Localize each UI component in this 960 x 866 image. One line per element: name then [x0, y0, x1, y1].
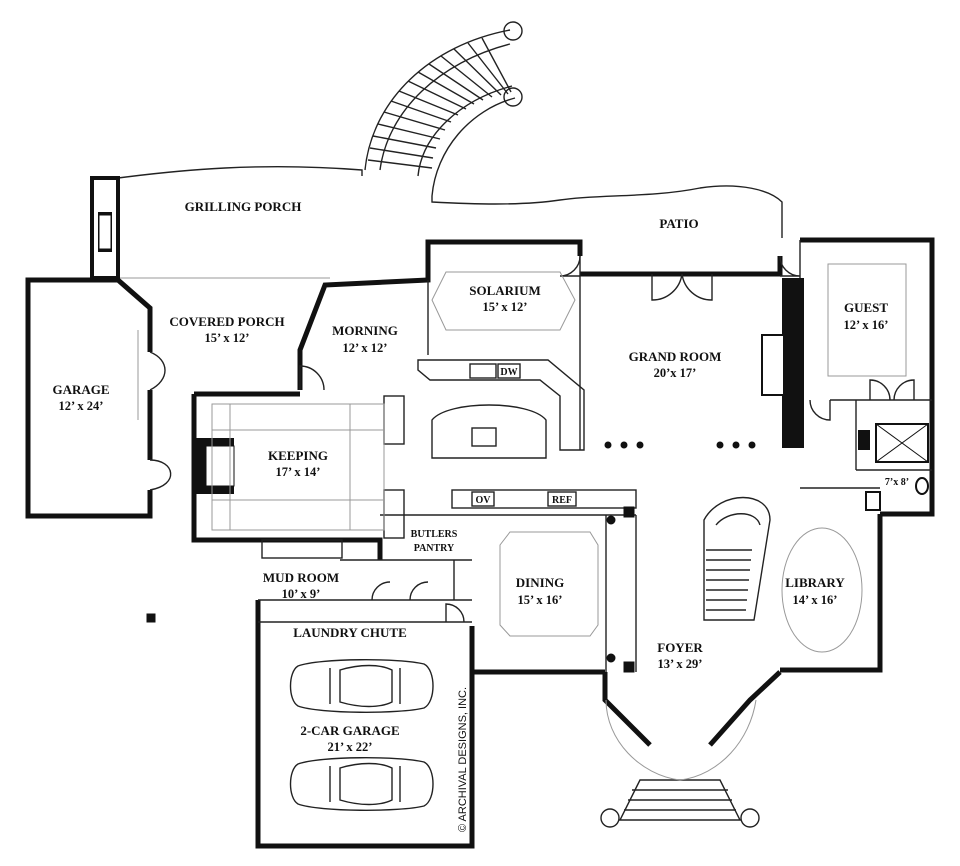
bath-dims: 7’x 8’ [885, 477, 909, 488]
car-icon-lower [289, 757, 434, 811]
two-car-garage-dims: 21’ x 22’ [328, 740, 373, 754]
covered-porch-dims: 15’ x 12’ [205, 331, 250, 345]
entry-portico [600, 670, 782, 828]
butlers-pantry-label-1: BUTLERS [411, 529, 458, 540]
doors [149, 255, 915, 623]
keeping-fireplace [194, 438, 235, 494]
grand-room-dims: 20’x 17’ [654, 366, 697, 380]
guest-bath-fixtures [858, 423, 929, 511]
morning-dims: 12’ x 12’ [343, 341, 388, 355]
ceiling-details [211, 263, 907, 653]
mud-room-label: MUD ROOM [263, 570, 339, 585]
morning-label: MORNING [332, 323, 398, 338]
patio-label: PATIO [659, 216, 698, 231]
solarium-dims: 15’ x 12’ [483, 300, 528, 314]
oven-label: OV [476, 495, 492, 506]
solarium-label: SOLARIUM [469, 283, 541, 298]
foyer-label: FOYER [657, 640, 703, 655]
grand-room-fireplace [761, 278, 804, 448]
grilling-porch-label: GRILLING PORCH [185, 199, 302, 214]
garage-dims: 12’ x 24’ [59, 399, 104, 413]
grand-room-label: GRAND ROOM [629, 349, 722, 364]
columns [146, 441, 756, 673]
car-icon-upper [289, 659, 434, 713]
covered-porch-label: COVERED PORCH [169, 314, 284, 329]
guest-dims: 12’ x 16’ [844, 318, 889, 332]
dishwasher-label: DW [500, 367, 517, 378]
foyer-dims: 13’ x 29’ [658, 657, 703, 671]
two-car-garage-label: 2-CAR GARAGE [300, 723, 399, 738]
foyer-stair [703, 496, 771, 621]
garage-label: GARAGE [52, 382, 109, 397]
guest-label: GUEST [844, 300, 888, 315]
keeping-label: KEEPING [268, 448, 328, 463]
copyright-text: © ARCHIVAL DESIGNS, INC. [457, 687, 469, 832]
interior-walls [258, 240, 932, 672]
refrigerator-label: REF [552, 495, 572, 506]
mud-room-dims: 10’ x 9’ [282, 587, 321, 601]
kitchen-counters [261, 359, 637, 559]
library-label: LIBRARY [785, 575, 845, 590]
dining-label: DINING [516, 575, 564, 590]
laundry-chute-label: LAUNDRY CHUTE [293, 625, 407, 640]
keeping-dims: 17’ x 14’ [276, 465, 321, 479]
curved-exterior-stair [364, 21, 523, 197]
butlers-pantry-label-2: PANTRY [414, 543, 455, 554]
outdoor-chimney [90, 176, 120, 280]
grilling-porch-outline [92, 165, 783, 420]
dining-dims: 15’ x 16’ [518, 593, 563, 607]
library-dims: 14’ x 16’ [793, 593, 838, 607]
